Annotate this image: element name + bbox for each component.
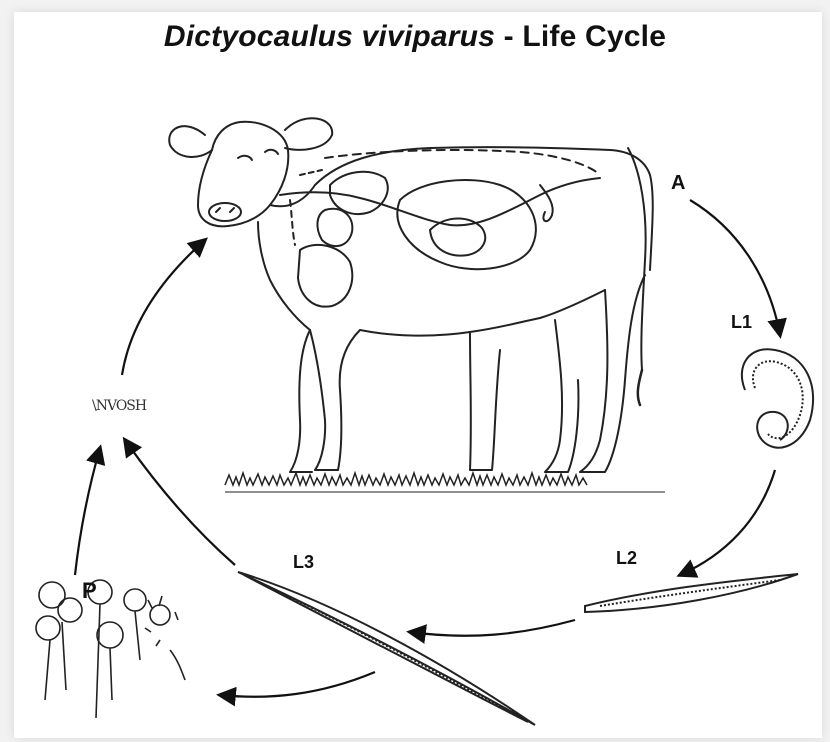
calf-illustration <box>169 118 653 472</box>
arrow-l1-to-l2 <box>680 470 775 575</box>
grass-strip <box>225 473 665 492</box>
arrow-l3-to-pilobolus <box>220 672 375 697</box>
cycle-arrows <box>75 200 780 697</box>
stage-label-l1: L1 <box>731 312 752 333</box>
arrow-l3-to-herbage <box>125 440 235 565</box>
stage-label-l3: L3 <box>293 552 314 573</box>
arrow-l2-to-l3 <box>410 620 575 636</box>
arrow-pilobolus-to-herbage <box>75 448 100 575</box>
l1-larva <box>742 349 813 447</box>
arrow-herbage-to-calf <box>122 240 205 375</box>
pilobolus-fungus <box>36 580 185 718</box>
herbage-label: \NVOSH <box>92 398 146 414</box>
l3-larva <box>238 572 535 725</box>
stage-label-pilobolus: P <box>82 578 97 604</box>
stage-label-l2: L2 <box>616 548 637 569</box>
l2-larva <box>585 574 798 612</box>
stage-label-adult: A <box>671 172 685 195</box>
